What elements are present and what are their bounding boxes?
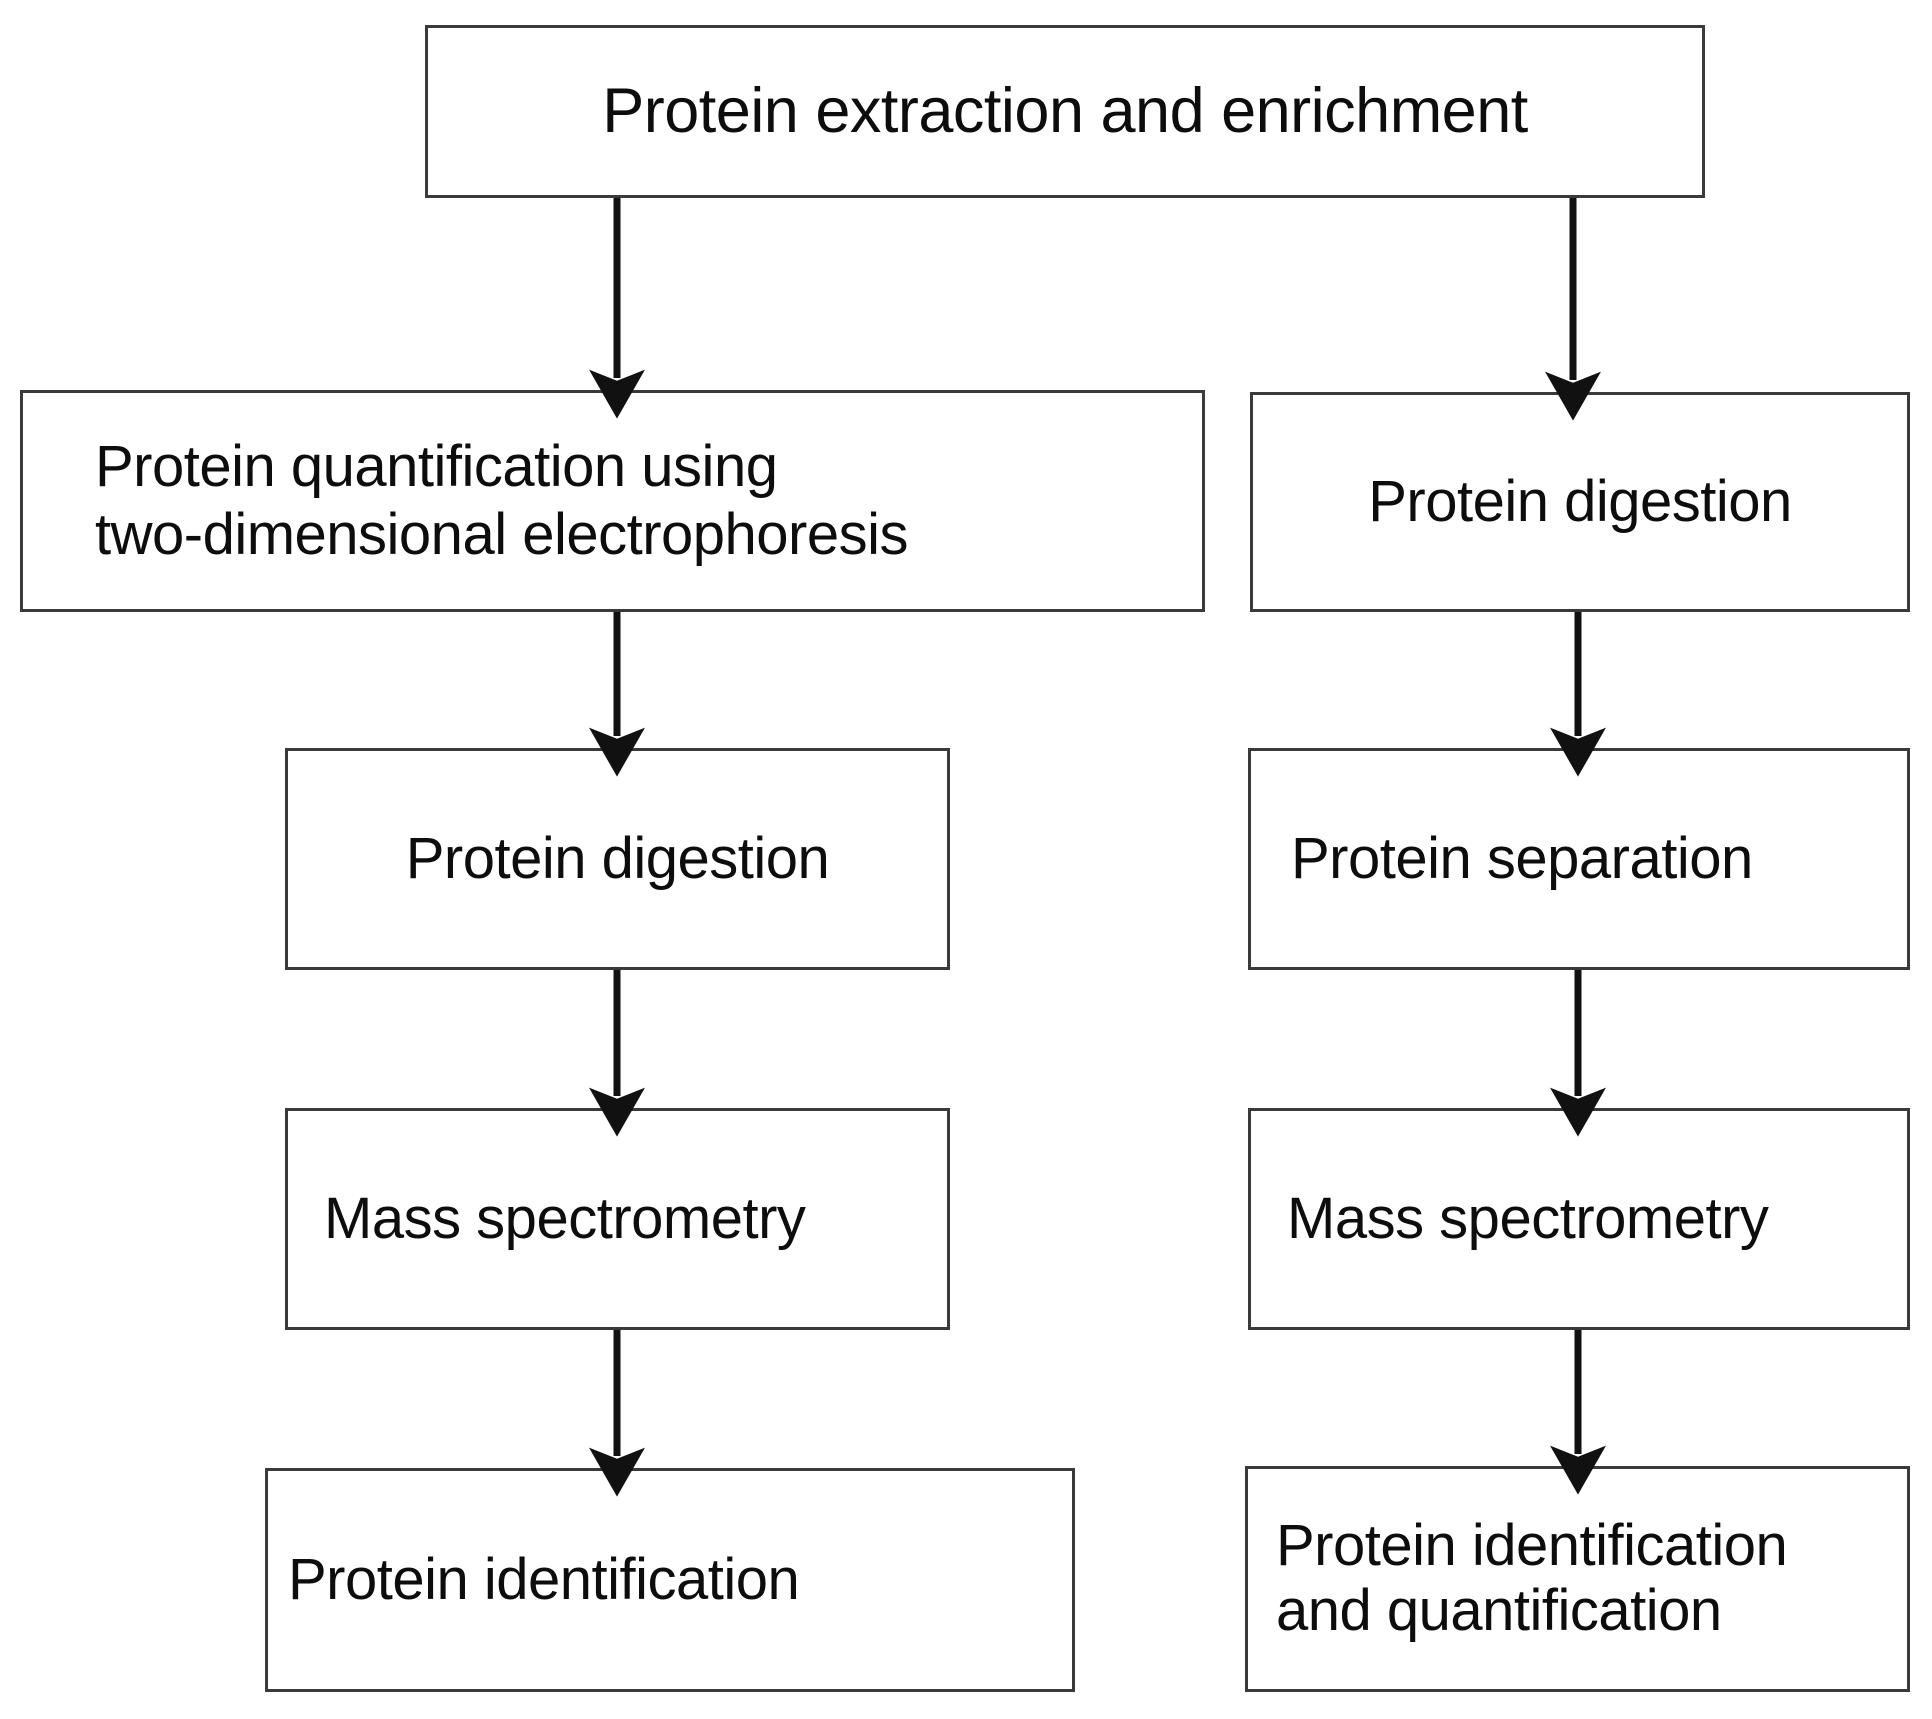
node-label: Mass spectrometry bbox=[324, 1186, 806, 1252]
node-protein-digestion-left[interactable]: Protein digestion bbox=[285, 748, 950, 970]
node-label: Protein quantification using two-dimensi… bbox=[95, 433, 909, 567]
node-label: Protein separation bbox=[1291, 826, 1753, 892]
node-protein-quantification-2d-electrophoresis[interactable]: Protein quantification using two-dimensi… bbox=[20, 390, 1205, 612]
node-protein-identification-and-quantification[interactable]: Protein identification and quantificatio… bbox=[1245, 1466, 1910, 1692]
node-protein-extraction-and-enrichment[interactable]: Protein extraction and enrichment bbox=[425, 25, 1705, 198]
node-label: Protein extraction and enrichment bbox=[602, 76, 1528, 147]
node-label: Protein identification bbox=[288, 1547, 800, 1613]
node-label: Protein identification and quantificatio… bbox=[1276, 1513, 1788, 1643]
node-label: Protein digestion bbox=[1368, 469, 1792, 535]
node-label: Protein digestion bbox=[405, 826, 830, 892]
node-mass-spectrometry-left[interactable]: Mass spectrometry bbox=[285, 1108, 950, 1330]
node-mass-spectrometry-right[interactable]: Mass spectrometry bbox=[1248, 1108, 1910, 1330]
node-label: Mass spectrometry bbox=[1287, 1186, 1769, 1252]
node-protein-separation[interactable]: Protein separation bbox=[1248, 748, 1910, 970]
node-protein-identification[interactable]: Protein identification bbox=[265, 1468, 1075, 1692]
